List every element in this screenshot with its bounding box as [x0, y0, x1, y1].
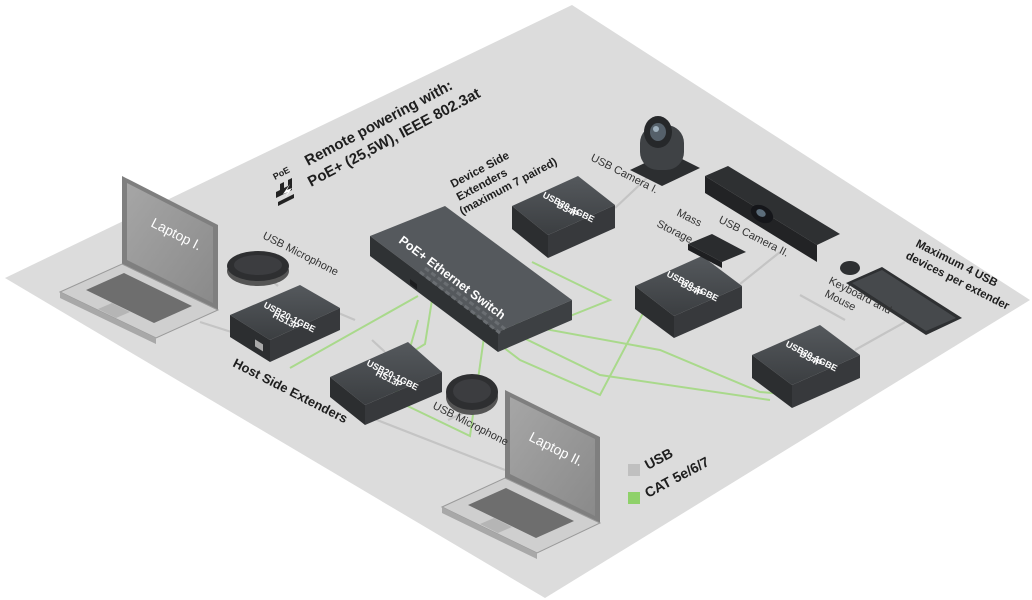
laptop-1-base-edge — [60, 292, 156, 344]
extender-device-3: USB20-1GBE DS4P — [752, 325, 860, 408]
laptop-1-screen — [127, 183, 213, 303]
legend-cat-swatch — [628, 492, 640, 504]
laptop-2-keyboard — [468, 488, 574, 538]
legend-usb-swatch — [628, 464, 640, 476]
extender-host-1: USB20-1GBE HS13P — [230, 285, 340, 362]
laptop-1-keyboard — [86, 273, 192, 323]
extender-device-2: USB20-1GBE DS4P — [635, 256, 742, 338]
extender-host-1-port — [255, 339, 263, 352]
lightning-icon — [283, 184, 292, 198]
laptop-2-screen — [510, 397, 595, 516]
switch-ports — [410, 278, 417, 290]
laptop-2-base-edge — [442, 507, 537, 559]
switch-port-row — [419, 266, 506, 335]
usb-microphone-1: USB Microphone — [227, 230, 340, 286]
laptop-1-touchpad — [98, 303, 130, 318]
keyboard-and-mouse: Keyboard and Mouse — [823, 261, 962, 335]
laptop-2-touchpad — [480, 518, 512, 533]
extender-host-2: USB20-1GBE HS13P — [330, 342, 442, 425]
laptop-1: Laptop I. — [58, 176, 220, 344]
mouse — [840, 261, 860, 275]
laptop-2: Laptop II. — [440, 390, 602, 559]
extender-device-1: USB20-1GBE DS4P — [512, 176, 615, 258]
